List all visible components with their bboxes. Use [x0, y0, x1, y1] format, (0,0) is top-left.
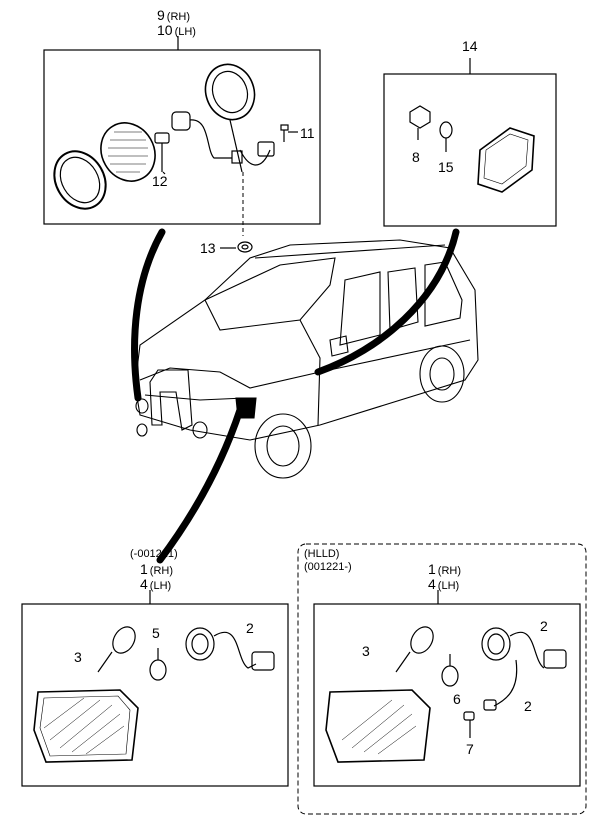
hlld-group-label: (HLLD)	[304, 548, 340, 560]
bottom-right-label: 1(RH) 4(LH)	[428, 562, 461, 592]
socket-harness-right	[481, 627, 567, 711]
part-side: (LH)	[149, 580, 172, 592]
part-side: (RH)	[437, 565, 462, 577]
callout-14: 14	[462, 38, 478, 54]
corner-lamp-panel-left	[21, 590, 289, 787]
part-side: (RH)	[149, 565, 174, 577]
part-num: 9	[157, 7, 165, 23]
side-repeater-panel	[383, 58, 557, 227]
fog-nut	[220, 241, 253, 253]
corner-lamp-lens-right	[325, 689, 431, 763]
part-num: 1	[140, 561, 148, 577]
callout-2-left: 2	[246, 620, 254, 636]
callout-3-left: 3	[74, 649, 82, 665]
fog-lamp-lens	[100, 122, 156, 182]
socket-harness-left	[185, 627, 275, 671]
fog-lamp-label: 9(RH) 10(LH)	[157, 8, 196, 38]
callout-3-right: 3	[362, 643, 370, 659]
bulb-holder-left	[97, 626, 136, 673]
bottom-left-note: (-001221)	[130, 548, 178, 560]
bulb-holder-right	[395, 626, 434, 673]
fog-bulb	[154, 132, 170, 172]
bottom-left-label: 1(RH) 4(LH)	[140, 562, 173, 592]
hlld-group	[297, 543, 587, 815]
bulb-right	[441, 654, 459, 687]
callout-11: 11	[300, 125, 315, 141]
part-num: 4	[428, 576, 436, 592]
callout-15: 15	[438, 159, 454, 175]
vehicle-illustration	[134, 239, 479, 479]
callout-5-left: 5	[152, 625, 160, 641]
fog-lamp-rim	[53, 150, 107, 210]
callout-6-right: 6	[453, 691, 461, 707]
part-num: 10	[157, 22, 173, 38]
leader-lines	[131, 228, 460, 564]
bulb-left	[149, 648, 167, 681]
callout-8: 8	[412, 149, 420, 165]
wedge-bulb-right	[463, 711, 475, 738]
callout-7-right: 7	[466, 741, 474, 757]
repeater-socket	[409, 105, 431, 140]
repeater-lens	[477, 127, 535, 193]
hlld-note: (001221-)	[304, 561, 352, 573]
callout-2-right-top: 2	[540, 618, 548, 634]
part-num: 1	[428, 561, 436, 577]
corner-lamp-lens-left	[33, 689, 139, 763]
callout-13: 13	[200, 240, 216, 256]
fog-lamp-panel	[43, 36, 321, 236]
part-side: (LH)	[174, 26, 196, 38]
repeater-bulb	[439, 121, 453, 152]
fog-lamp-housing	[204, 63, 275, 173]
fog-screw	[280, 124, 298, 142]
callout-2-right: 2	[524, 698, 532, 714]
callout-12: 12	[152, 173, 168, 189]
part-num: 4	[140, 576, 148, 592]
part-side: (RH)	[166, 11, 191, 23]
part-side: (LH)	[437, 580, 460, 592]
